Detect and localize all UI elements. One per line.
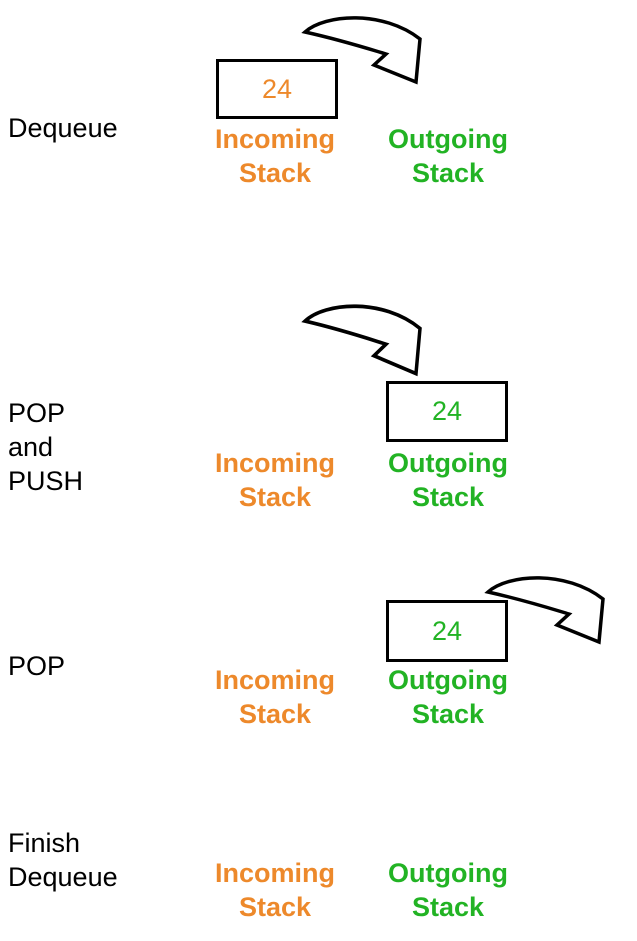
stack-label-line: Incoming bbox=[215, 858, 335, 888]
outgoing-stack-label: Outgoing Stack bbox=[366, 663, 530, 731]
step-label-line: Dequeue bbox=[8, 113, 118, 143]
stack-label-line: Outgoing bbox=[388, 858, 508, 888]
stack-box: 24 bbox=[216, 59, 338, 119]
stack-box: 24 bbox=[386, 600, 508, 662]
outgoing-stack-label: Outgoing Stack bbox=[366, 856, 530, 924]
stack-label-line: Outgoing bbox=[388, 665, 508, 695]
stack-label-line: Incoming bbox=[215, 124, 335, 154]
curved-arrow-icon bbox=[301, 16, 422, 85]
box-value: 24 bbox=[261, 73, 293, 104]
step-label-line: Dequeue bbox=[8, 862, 118, 892]
step-label-line: POP bbox=[8, 398, 66, 428]
stack-box: 24 bbox=[386, 381, 508, 442]
incoming-stack-label: Incoming Stack bbox=[193, 663, 357, 731]
stack-label-line: Outgoing bbox=[388, 448, 508, 478]
step-label-line: and bbox=[8, 432, 54, 462]
step-label-pop: POP bbox=[8, 649, 65, 683]
step-label-line: Finish bbox=[8, 828, 81, 858]
step-label-finish-dequeue: Finish Dequeue bbox=[8, 826, 118, 894]
stack-label-line: Stack bbox=[411, 482, 485, 512]
stack-label-line: Incoming bbox=[215, 448, 335, 478]
step-label-pop-and-push: POP and PUSH bbox=[8, 396, 83, 498]
incoming-stack-label: Incoming Stack bbox=[193, 122, 357, 190]
incoming-stack-label: Incoming Stack bbox=[193, 856, 357, 924]
stack-label-line: Stack bbox=[238, 482, 312, 512]
stack-label-line: Stack bbox=[411, 892, 485, 922]
stack-label-line: Outgoing bbox=[388, 124, 508, 154]
stack-label-line: Stack bbox=[411, 158, 485, 188]
curved-arrow-icon bbox=[484, 576, 605, 645]
stack-label-line: Stack bbox=[238, 892, 312, 922]
incoming-stack-label: Incoming Stack bbox=[193, 446, 357, 514]
box-value: 24 bbox=[431, 615, 463, 646]
box-value: 24 bbox=[431, 396, 463, 426]
step-label-dequeue: Dequeue bbox=[8, 111, 118, 145]
curved-arrow-icon bbox=[301, 304, 422, 377]
stack-label-line: Stack bbox=[411, 699, 485, 729]
step-label-line: POP bbox=[8, 651, 66, 681]
stack-label-line: Incoming bbox=[215, 665, 335, 695]
step-label-line: PUSH bbox=[8, 466, 84, 496]
stack-label-line: Stack bbox=[238, 158, 312, 188]
outgoing-stack-label: Outgoing Stack bbox=[366, 446, 530, 514]
outgoing-stack-label: Outgoing Stack bbox=[366, 122, 530, 190]
stack-label-line: Stack bbox=[238, 699, 312, 729]
